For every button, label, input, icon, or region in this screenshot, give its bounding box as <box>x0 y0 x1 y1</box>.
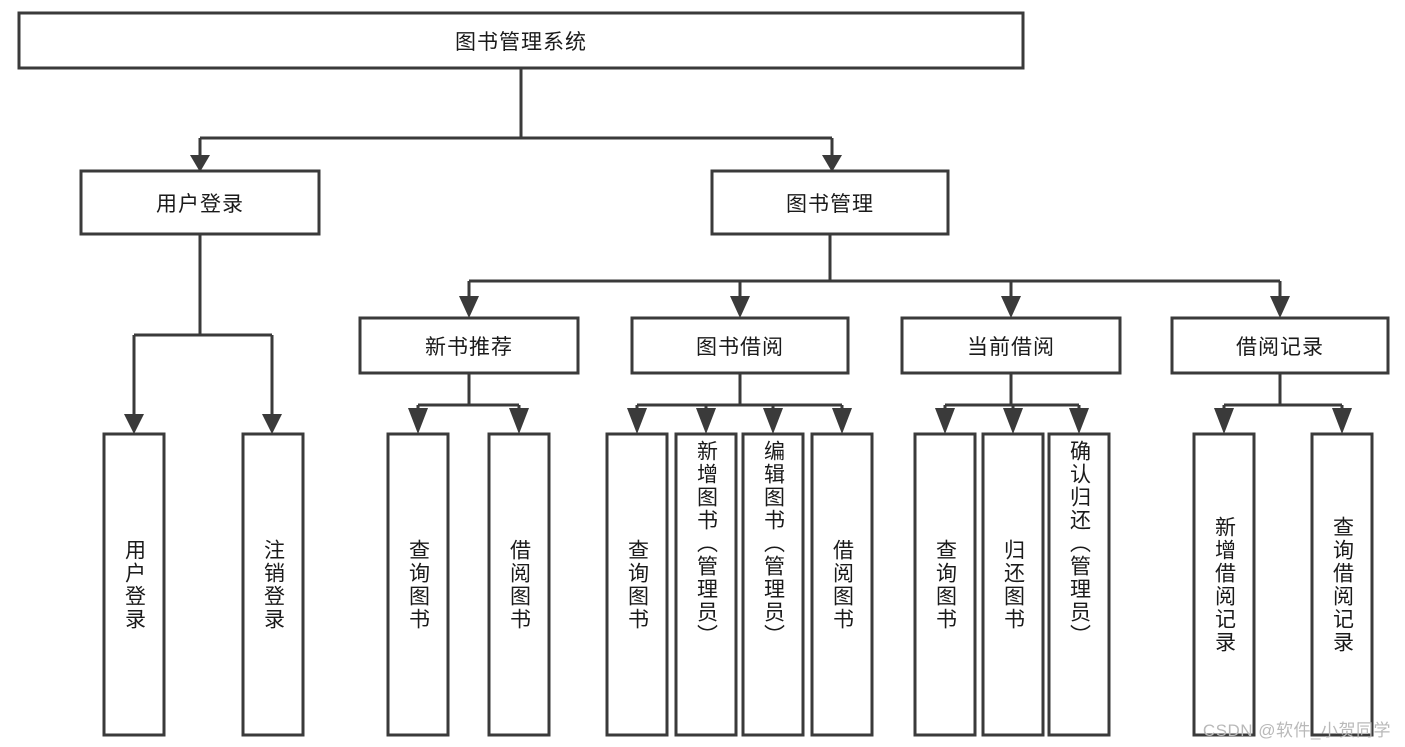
node-box-leaf-9[interactable] <box>913 432 977 737</box>
connector-borrow-to-leaves <box>627 373 852 434</box>
node-box-leaf-7[interactable] <box>741 432 805 737</box>
node-box-leaf-3[interactable] <box>386 432 450 737</box>
node-box-login[interactable] <box>79 169 321 236</box>
node-box-borrow[interactable] <box>630 316 850 375</box>
arrow-head-leaf-8 <box>832 408 852 434</box>
node-box-leaf-6[interactable] <box>674 432 738 737</box>
node-box-leaf-2[interactable] <box>241 432 305 737</box>
node-box-leaf-4[interactable] <box>487 432 551 737</box>
node-box-leaf-1[interactable] <box>102 432 166 737</box>
node-box-newbook[interactable] <box>358 316 580 375</box>
arrow-head-leaf-3 <box>408 408 428 434</box>
arrow-head-leaf-11 <box>1069 408 1089 434</box>
node-box-leaf-13[interactable] <box>1310 432 1374 737</box>
arrow-head-newbook <box>459 296 479 318</box>
arrow-head-current <box>1001 296 1021 318</box>
arrow-head-leaf-4 <box>509 408 529 434</box>
arrow-head-leaf-2 <box>262 414 282 434</box>
arrow-head-leaf-1 <box>124 414 144 434</box>
arrow-head-borrow <box>730 296 750 318</box>
arrow-head-leaf-10 <box>1003 408 1023 434</box>
node-box-leaf-5[interactable] <box>605 432 669 737</box>
arrow-head-leaf-5 <box>627 408 647 434</box>
node-box-root[interactable] <box>17 11 1025 70</box>
connector-root-to-level2 <box>190 68 842 172</box>
node-box-leaf-12[interactable] <box>1192 432 1256 737</box>
connector-records-to-leaves <box>1214 373 1352 434</box>
node-box-records[interactable] <box>1170 316 1390 375</box>
connector-login-to-leaves <box>124 234 282 434</box>
watermark-text: CSDN @软件_小贺同学 <box>1202 721 1391 740</box>
connector-current-to-leaves <box>935 373 1089 434</box>
node-box-leaf-11[interactable] <box>1047 432 1111 737</box>
node-box-bookmgmt[interactable] <box>710 169 950 236</box>
arrow-head-leaf-7 <box>763 408 783 434</box>
node-box-leaf-8[interactable] <box>810 432 874 737</box>
arrow-head-bookmgmt <box>822 155 842 172</box>
connector-newbook-to-leaves <box>408 373 529 434</box>
arrow-head-leaf-9 <box>935 408 955 434</box>
arrow-head-leaf-6 <box>696 408 716 434</box>
node-box-leaf-10[interactable] <box>981 432 1045 737</box>
arrow-head-leaf-12 <box>1214 408 1234 434</box>
arrow-head-login <box>190 155 210 172</box>
arrow-head-records <box>1270 296 1290 318</box>
node-box-current[interactable] <box>900 316 1122 375</box>
arrow-head-leaf-13 <box>1332 408 1352 434</box>
connector-bookmgmt-to-level3 <box>459 234 1290 318</box>
